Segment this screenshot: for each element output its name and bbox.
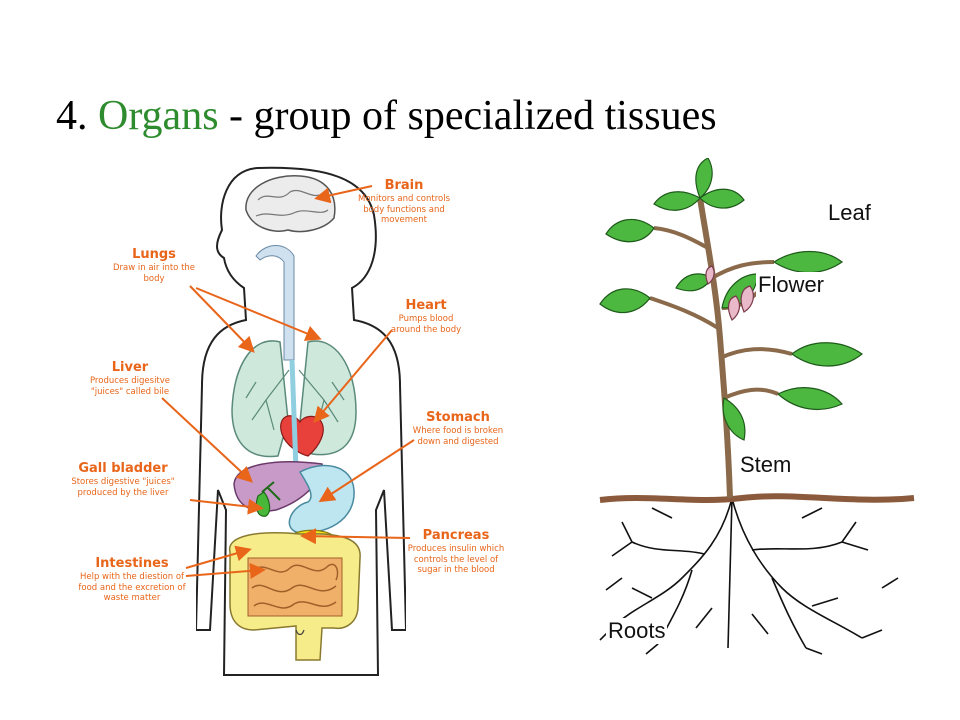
gall-bladder-desc: Stores digestive "juices" produced by th…: [71, 477, 175, 498]
lungs-name: Lungs: [132, 247, 176, 262]
human-body-diagram: [196, 166, 406, 676]
stomach-name: Stomach: [426, 410, 490, 425]
stem-label: Stem: [738, 452, 794, 478]
liver-label: Liver Produces digesitve "juices" called…: [78, 360, 182, 397]
gall-bladder-label: Gall bladder Stores digestive "juices" p…: [62, 461, 184, 498]
lungs-desc: Draw in air into the body: [112, 263, 196, 284]
title-rest: - group of specialized tissues: [229, 93, 717, 139]
intestines-label: Intestines Help with the diestion of foo…: [76, 556, 188, 604]
brain-desc: Monitors and controls body functions and…: [357, 194, 451, 225]
stomach-desc: Where food is broken down and digested: [412, 426, 504, 447]
heart-label: Heart Pumps blood around the body: [384, 298, 468, 335]
esophagus: [289, 359, 299, 471]
intestine-coils: [251, 563, 339, 609]
lungs-label: Lungs Draw in air into the body: [108, 247, 200, 284]
belly-button: [295, 629, 305, 636]
title-keyword: Organs: [98, 93, 219, 139]
pancreas-name: Pancreas: [422, 528, 490, 543]
leaves: [599, 158, 864, 441]
intestines-desc: Help with the diestion of food and the e…: [78, 572, 186, 603]
gall-bladder-name: Gall bladder: [78, 461, 168, 476]
brain-folds: [255, 190, 329, 217]
slide-title: 4. Organs - group of specialized tissues: [56, 92, 717, 140]
brain-label: Brain Monitors and controls body functio…: [352, 178, 456, 226]
liver-name: Liver: [111, 360, 149, 375]
brain-name: Brain: [384, 178, 424, 193]
stomach-label: Stomach Where food is broken down and di…: [412, 410, 504, 447]
roots-label: Roots: [606, 618, 668, 644]
pancreas-label: Pancreas Produces insulin which controls…: [404, 528, 508, 576]
brain-organ: [245, 175, 336, 233]
liver-desc: Produces digesitve "juices" called bile: [89, 376, 171, 397]
bile-duct: [261, 481, 281, 501]
stem: [697, 197, 733, 499]
plant-diagram: [599, 158, 915, 655]
intestines-name: Intestines: [95, 556, 169, 571]
soil-line: [599, 493, 915, 503]
flower-buds: [705, 265, 754, 321]
pancreas-desc: Produces insulin which controls the leve…: [407, 544, 505, 575]
heart-name: Heart: [405, 298, 447, 313]
flower-label: Flower: [756, 272, 827, 298]
leaf-label: Leaf: [826, 200, 873, 226]
title-number: 4.: [56, 93, 88, 139]
heart-desc: Pumps blood around the body: [390, 314, 462, 335]
